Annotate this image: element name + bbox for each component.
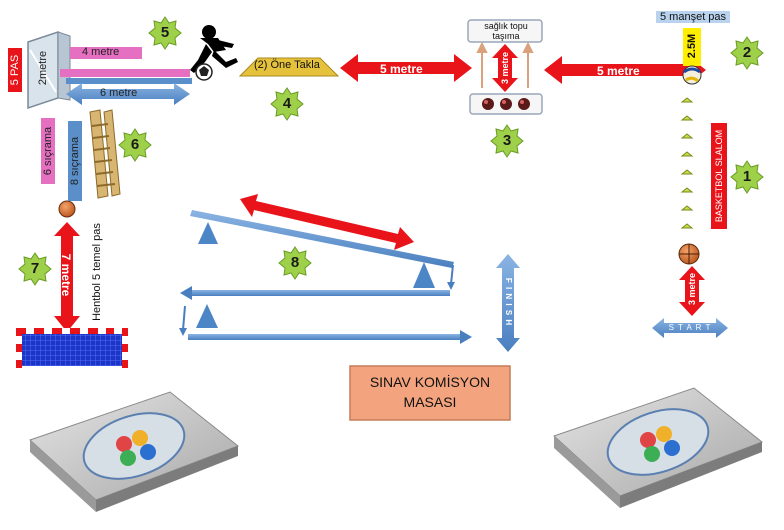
four-metre-label: 4 metre bbox=[82, 46, 120, 58]
saglik-topu-box bbox=[467, 19, 543, 43]
station-badge-3: 3 bbox=[490, 124, 524, 158]
saglik-topu-label: sağlık topu taşıma bbox=[484, 21, 528, 41]
thin-up-arrows bbox=[476, 41, 534, 88]
medicine-balls-box bbox=[469, 93, 543, 115]
komisyon-box bbox=[349, 365, 511, 421]
zigzag-track bbox=[179, 210, 472, 344]
six-sicrama-label: 6 sıçrama bbox=[41, 118, 55, 184]
five-metre-right-label: 5 metre bbox=[597, 64, 640, 78]
eight-sicrama-label: 8 sıçrama bbox=[68, 121, 82, 201]
three-metre-start-arrow bbox=[679, 266, 705, 316]
start-arrow bbox=[652, 318, 728, 338]
two-five-m-label: 2.5M bbox=[686, 33, 698, 59]
six-metre-label: 6 metre bbox=[100, 87, 138, 99]
jump-ladder bbox=[89, 109, 121, 199]
station-badge-5: 5 bbox=[148, 16, 182, 50]
manset-pas-label: 5 manşet pas bbox=[656, 11, 731, 23]
six-metre-arrow bbox=[66, 83, 190, 105]
logo-mat-right bbox=[553, 387, 763, 508]
three-metre-start-label: 3 metre bbox=[687, 272, 697, 306]
station-badge-7: 7 bbox=[18, 252, 52, 286]
station-badge-8: 8 bbox=[278, 246, 312, 280]
basketbol-slalom-label: BASKETBOL SLALOM bbox=[711, 123, 727, 229]
slalom-cones bbox=[680, 97, 694, 229]
two-five-m-bar bbox=[683, 28, 701, 66]
basketball-icon bbox=[678, 243, 700, 265]
station-badge-1: 1 bbox=[730, 160, 764, 194]
finish-label: F I N I S H bbox=[504, 277, 513, 327]
finish-arrow bbox=[496, 254, 520, 352]
five-metre-right-arrow bbox=[544, 56, 706, 84]
soccer-player-icon bbox=[190, 25, 238, 81]
one-takla-label: (2) Öne Takla bbox=[254, 59, 320, 71]
blue-line bbox=[66, 78, 192, 84]
five-pas-label: 5 PAS bbox=[8, 48, 22, 92]
three-metre-mid-label: 3 metre bbox=[500, 51, 510, 85]
hentbol-pas-label: Hentbol 5 temel pas bbox=[91, 223, 103, 321]
start-label: S T A R T bbox=[668, 323, 712, 332]
komisyon-label: SINAV KOMİSYON MASASI bbox=[369, 374, 491, 410]
station-badge-6: 6 bbox=[118, 128, 152, 162]
pink-line bbox=[60, 69, 190, 77]
triangle-markers bbox=[196, 222, 435, 328]
three-metre-vertical-arrow bbox=[492, 44, 518, 92]
station-badge-4: 4 bbox=[270, 87, 304, 121]
two-metre-label: 2metre bbox=[37, 50, 49, 86]
five-metre-left-label: 5 metre bbox=[380, 62, 423, 76]
seven-metre-arrow bbox=[54, 222, 80, 332]
station-badge-2: 2 bbox=[730, 36, 764, 70]
logo-mat-left bbox=[29, 391, 239, 512]
five-metre-left-arrow bbox=[340, 54, 472, 82]
seven-metre-label: 7 metre bbox=[59, 253, 73, 297]
handball-ball bbox=[58, 200, 76, 218]
four-metre-bar bbox=[70, 47, 142, 59]
handball-goal bbox=[16, 328, 128, 368]
fifteen-metre-arrow bbox=[240, 194, 414, 250]
takla-mat bbox=[238, 57, 340, 77]
volleyball-icon bbox=[682, 65, 702, 85]
